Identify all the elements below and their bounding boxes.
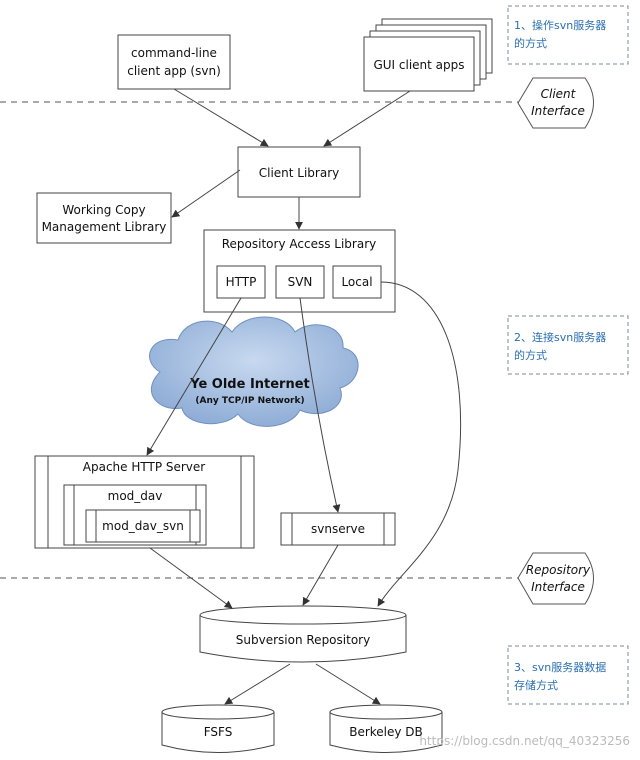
client-library-box: Client Library — [237, 146, 361, 198]
ra-svn-box — [275, 265, 325, 299]
repository-cylinder: Subversion Repository — [199, 605, 407, 663]
internet-subtitle: (Any TCP/IP Network) — [195, 396, 304, 406]
arrow-gui-to-client-library — [323, 90, 411, 147]
arrow-repository-to-bdb — [315, 663, 381, 705]
ra-http-label: HTTP — [226, 275, 257, 289]
gui-client-stack: GUI client apps — [363, 18, 493, 92]
arrow-svnserve-to-repository — [302, 544, 339, 606]
note-1: 1、操作svn服务器 的方式 — [507, 5, 629, 65]
arrow-svn-to-svnserve — [299, 297, 341, 513]
note-2-line2: 的方式 — [514, 348, 547, 362]
note-1-line2: 的方式 — [514, 36, 547, 50]
cmdline-client-line2: client app (svn) — [127, 64, 221, 78]
client-interface-line2: Interface — [531, 104, 585, 118]
working-copy-line2: Management Library — [42, 220, 167, 234]
note-1-line1: 1、操作svn服务器 — [514, 18, 606, 32]
note-2: 2、连接svn服务器 的方式 — [507, 315, 629, 375]
ra-http-box — [216, 265, 266, 299]
fsfs-cylinder: FSFS — [161, 704, 275, 753]
note-3-line2: 存储方式 — [514, 678, 558, 692]
ra-library-box: Repository Access Library HTTP SVN Local — [203, 229, 396, 313]
arrow-repository-to-fsfs — [224, 663, 291, 705]
arrow-client-library-to-working-copy — [171, 169, 241, 218]
note-3-line1: 3、svn服务器数据 — [514, 660, 606, 674]
note-3: 3、svn服务器数据 存储方式 — [507, 645, 629, 705]
apache-label: Apache HTTP Server — [83, 460, 206, 474]
working-copy-box: Working Copy Management Library — [36, 192, 172, 244]
arrow-cmdline-to-client-library — [173, 88, 269, 147]
arrow-http-to-apache — [146, 297, 242, 456]
arrow-local-to-repository — [377, 281, 462, 607]
client-interface-tag: Client Interface — [517, 77, 594, 129]
mod-dav-svn-box — [85, 509, 201, 543]
gui-client-label: GUI client apps — [373, 58, 464, 72]
cmdline-client-line1: command-line — [131, 46, 217, 60]
internet-title: Ye Olde Internet — [189, 377, 310, 392]
ra-library-label: Repository Access Library — [222, 237, 376, 251]
svnserve-box: svnserve — [280, 512, 396, 546]
arrow-apache-to-repository — [149, 547, 233, 609]
svnserve-label: svnserve — [311, 522, 365, 536]
note-2-line1: 2、连接svn服务器 — [514, 331, 606, 344]
mod-dav-svn-label: mod_dav_svn — [102, 519, 184, 533]
repository-interface-tag: Repository Interface — [517, 552, 594, 605]
repo-interface-line1: Repository — [526, 563, 591, 577]
repository-label: Subversion Repository — [236, 633, 370, 647]
internet-cloud: Ye Olde Internet (Any TCP/IP Network) — [149, 316, 359, 427]
fsfs-label: FSFS — [204, 725, 233, 739]
apache-server-box: Apache HTTP Server mod_dav mod_dav_svn — [34, 455, 255, 549]
bdb-cylinder: Berkeley DB — [329, 704, 443, 753]
watermark-text: https://blog.csdn.net/qq_40323256 — [419, 734, 630, 748]
repo-interface-line2: Interface — [531, 580, 585, 594]
ra-svn-label: SVN — [288, 275, 313, 289]
client-library-label: Client Library — [259, 166, 340, 180]
ra-local-label: Local — [341, 275, 372, 289]
working-copy-line1: Working Copy — [62, 203, 145, 217]
mod-dav-label: mod_dav — [108, 489, 163, 503]
cmdline-client-box: command-line client app (svn) — [117, 34, 231, 90]
client-interface-line1: Client — [541, 87, 577, 101]
bdb-label: Berkeley DB — [349, 725, 423, 739]
